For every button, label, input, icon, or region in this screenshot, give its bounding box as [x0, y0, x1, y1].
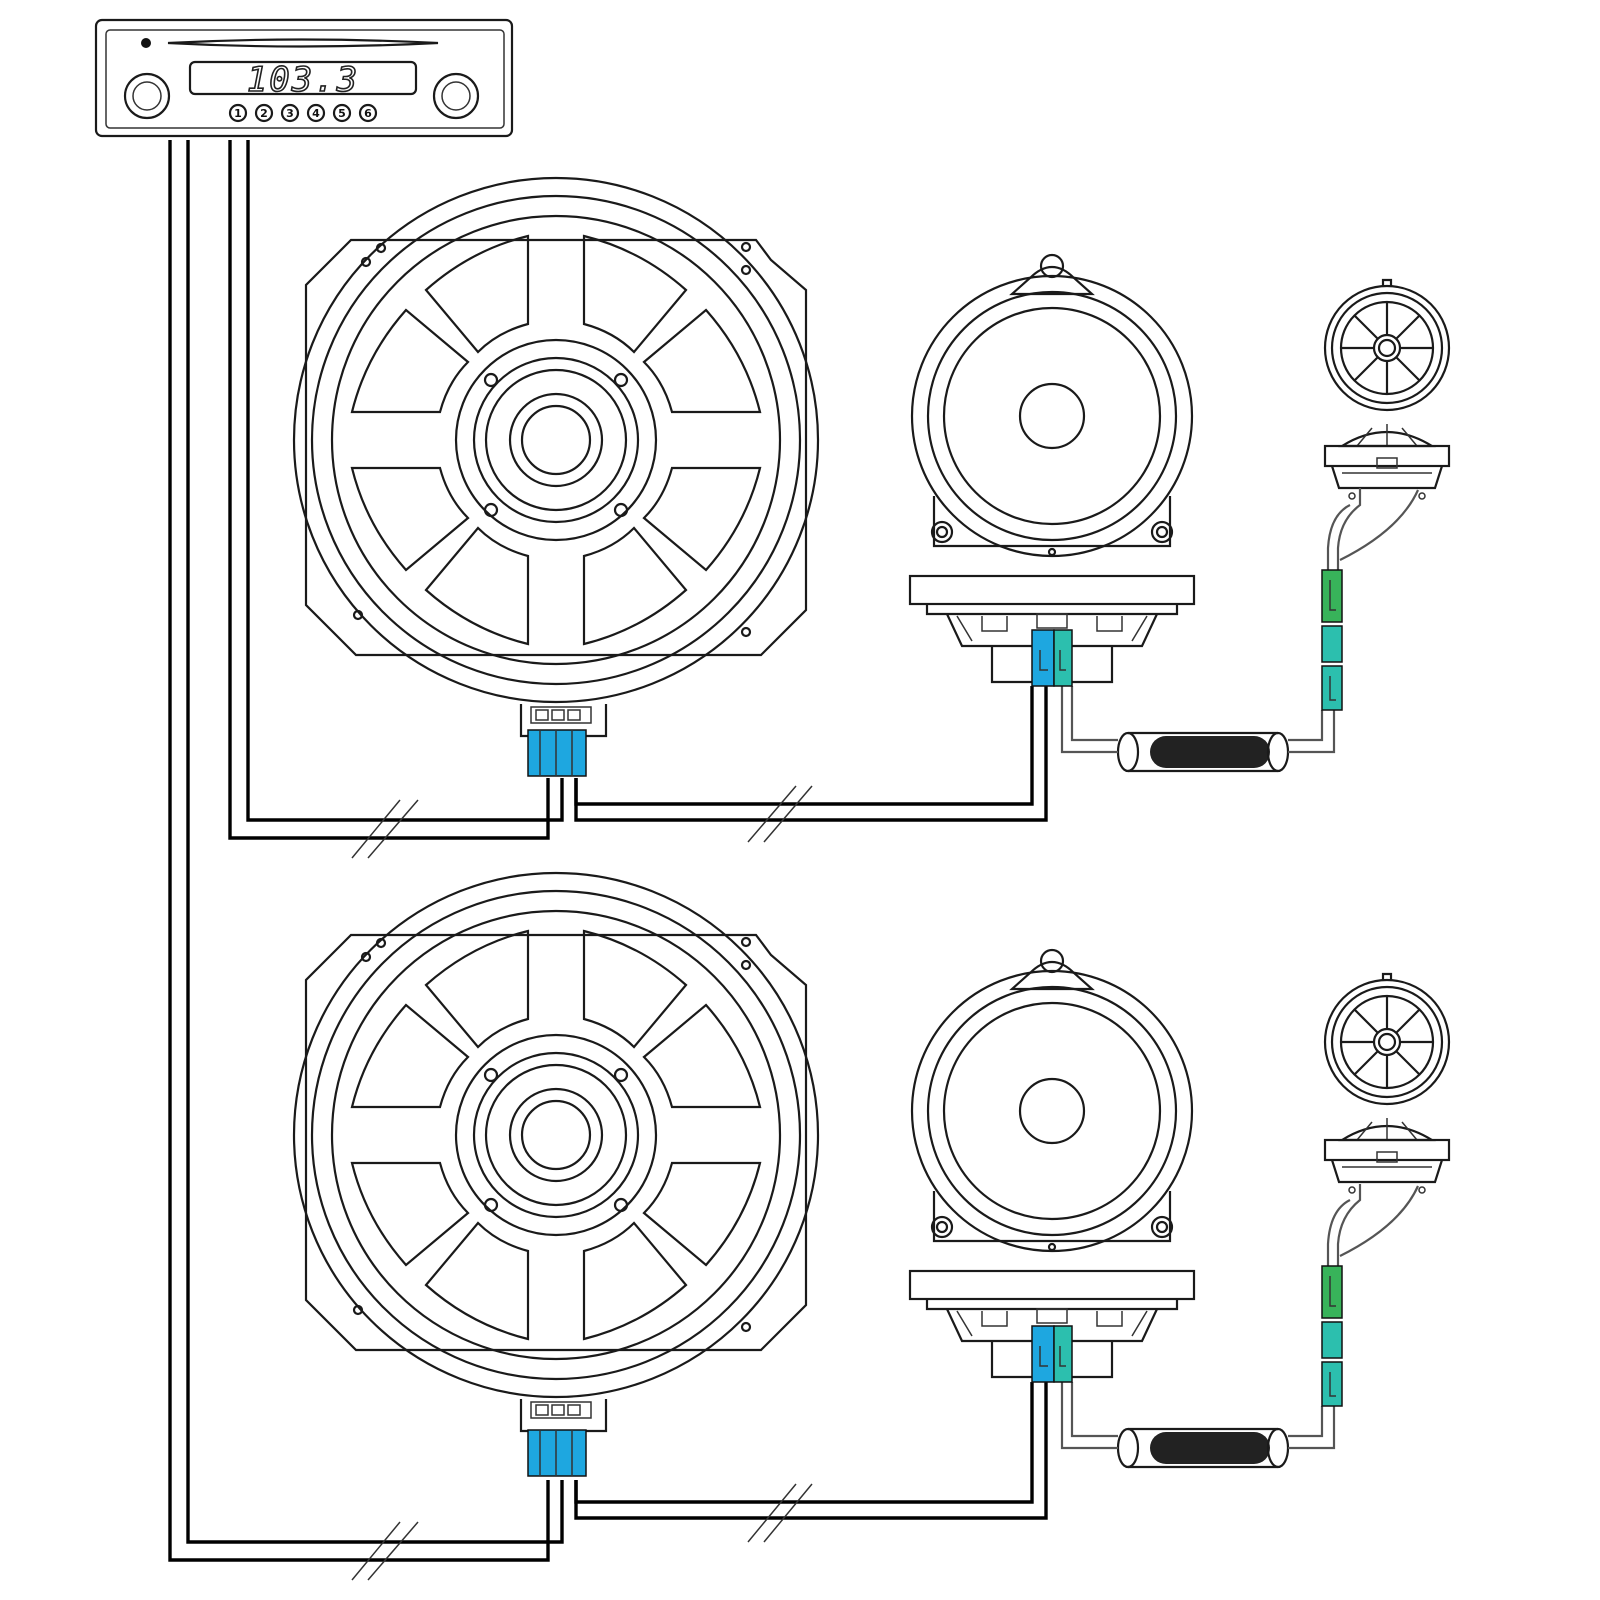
lower-mid-connector-a [1031, 1325, 1055, 1383]
head-unit: 103.3 1 2 3 4 5 6 [94, 18, 514, 138]
lower-crossover-filter [1116, 1427, 1290, 1469]
upper-woofer-connector [527, 729, 587, 777]
upper-crossover-filter [1116, 731, 1290, 773]
lower-tweeter [1323, 972, 1451, 1195]
lower-tweeter-connector-teal [1321, 1321, 1343, 1359]
preset-label-2: 2 [260, 107, 268, 120]
upper-tweeter-connector-teal [1321, 625, 1343, 663]
power-dot [141, 38, 151, 48]
right-knob [432, 72, 480, 120]
preset-label-3: 3 [286, 107, 294, 120]
left-knob [123, 72, 171, 120]
preset-button-3[interactable] [280, 103, 300, 123]
preset-button-4[interactable] [306, 103, 326, 123]
upper-mid-connector-a [1031, 629, 1055, 687]
frequency-display: 103.3 [247, 60, 359, 100]
preset-button-1[interactable] [228, 103, 248, 123]
lower-speaker-set [292, 871, 1451, 1543]
upper-tweeter-connector-green [1321, 569, 1343, 623]
lower-midrange [908, 948, 1196, 1379]
lower-woofer-connector [527, 1429, 587, 1477]
preset-label-5: 5 [338, 107, 346, 120]
cd-slot [167, 38, 439, 48]
preset-label-1: 1 [234, 107, 242, 120]
preset-button-6[interactable] [358, 103, 378, 123]
preset-label-6: 6 [364, 107, 372, 120]
display-screen [188, 60, 418, 96]
upper-speaker-set [292, 176, 1451, 843]
upper-woofer [292, 176, 820, 738]
main-wiring [168, 140, 564, 1581]
lower-tweeter-connector-green [1321, 1265, 1343, 1319]
preset-label-4: 4 [312, 107, 320, 120]
preset-button-2[interactable] [254, 103, 274, 123]
lower-mid-connector-b [1053, 1325, 1073, 1383]
lower-woofer [292, 871, 820, 1433]
upper-midrange [908, 253, 1196, 684]
upper-mid-connector-b [1053, 629, 1073, 687]
preset-buttons: 1 2 3 4 5 6 [228, 103, 378, 123]
preset-button-5[interactable] [332, 103, 352, 123]
upper-tweeter [1323, 278, 1451, 501]
